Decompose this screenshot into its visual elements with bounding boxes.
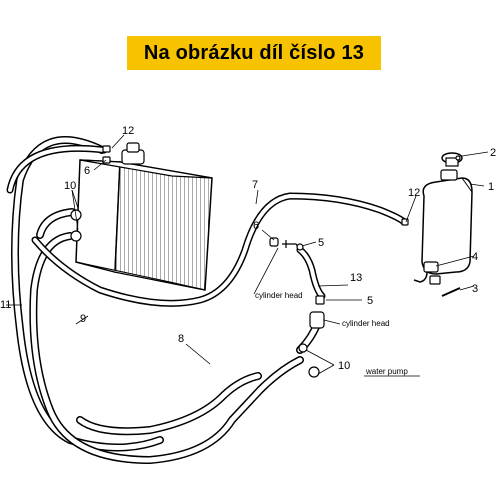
callout-1: 1 xyxy=(488,181,494,193)
callout-5-lower: 5 xyxy=(367,295,373,307)
callout-7: 7 xyxy=(252,179,258,191)
banner-title: Na obrázku díl číslo 13 xyxy=(143,41,365,64)
callout-3: 3 xyxy=(472,283,478,295)
callout-11: 11 xyxy=(0,299,11,311)
callout-12-left: 12 xyxy=(122,125,134,137)
label-cylinder-head-left: cylinder head xyxy=(255,291,303,300)
clamp-6-fitting xyxy=(269,237,279,247)
callout-10-left: 10 xyxy=(64,180,76,192)
fittings xyxy=(70,145,461,378)
callout-9: 9 xyxy=(80,313,86,325)
callout-13: 13 xyxy=(350,272,362,284)
title-banner: Na obrázku díl číslo 13 xyxy=(127,36,381,70)
callout-12-right: 12 xyxy=(408,187,420,199)
leader-lines xyxy=(6,134,489,377)
callout-numbers: 1 2 3 4 5 5 6 6 7 8 9 10 10 11 12 12 13 xyxy=(0,125,496,372)
callout-10-right: 10 xyxy=(338,360,350,372)
callout-8: 8 xyxy=(178,333,184,345)
radiator xyxy=(75,142,213,291)
callout-6-right: 6 xyxy=(253,220,259,232)
label-cylinder-head-right: cylinder head xyxy=(342,319,390,328)
hoses xyxy=(6,136,408,465)
callout-5-upper: 5 xyxy=(318,237,324,249)
bracket-4 xyxy=(423,261,439,273)
expansion-tank xyxy=(413,152,473,283)
callout-4: 4 xyxy=(472,251,478,263)
label-water-pump: water pump xyxy=(365,367,408,376)
text-labels: cylinder head cylinder head water pump xyxy=(255,291,408,376)
callout-6-left: 6 xyxy=(84,165,90,177)
callout-2: 2 xyxy=(490,147,496,159)
